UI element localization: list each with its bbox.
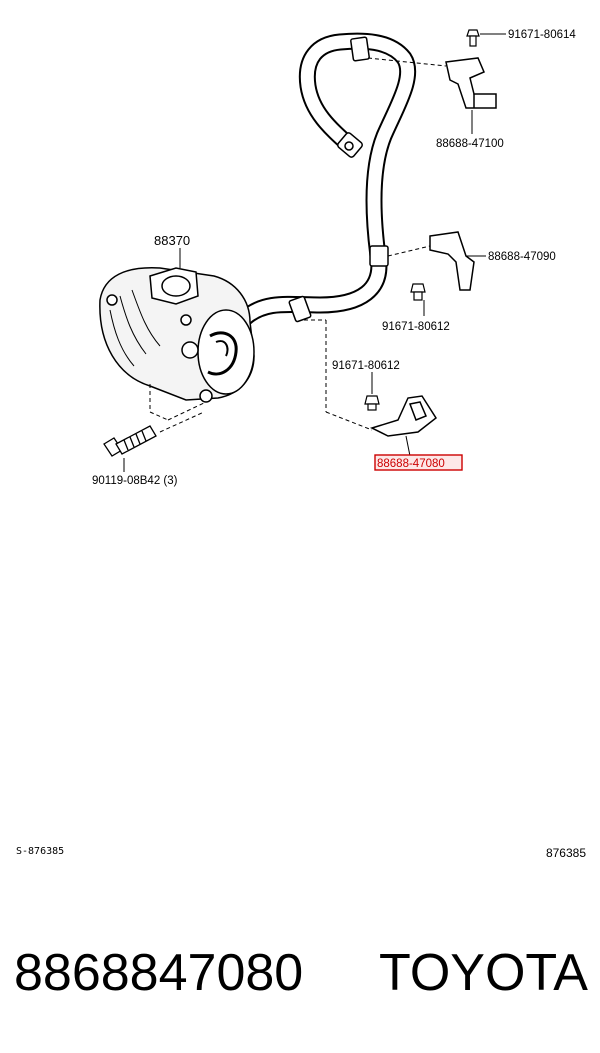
compressor-88370 [99,267,255,403]
bolt-low-icon [364,395,380,411]
part-number: 8868847080 [14,944,304,1002]
refrigerant-hose [236,32,417,327]
parts-diagram: 91671-80614 88688-47100 88370 88688-4709… [92,29,576,487]
label-bracket-low-highlighted[interactable]: 88688-47080 [377,458,445,470]
hose-clamps [288,36,389,323]
label-bolt-mid: 91671-80612 [382,321,450,333]
label-bracket-top: 88688-47100 [436,138,504,150]
part-title: 8868847080 TOYOTA [14,938,588,1008]
label-bolt-low: 91671-80612 [332,360,400,372]
bolt-top-icon [466,29,480,47]
label-compressor: 88370 [154,233,190,248]
compressor-bolt-icon [103,425,157,457]
bracket-88688-47080 [369,395,437,437]
highlight-box [374,454,463,471]
label-compressor-bolt: 90119-08B42 (3) [92,475,178,487]
bracket-88688-47090 [429,231,475,291]
diagram-ref-right: 876385 [545,846,586,860]
label-bracket-mid: 88688-47090 [488,251,556,263]
label-bolt-top: 91671-80614 [508,29,576,41]
leader-lines [123,33,506,472]
diagram-ref-left: S-876385 [16,846,65,857]
bracket-88688-47100 [445,57,497,109]
bolt-mid-icon [410,283,426,301]
brand-name: TOYOTA [379,944,588,1002]
